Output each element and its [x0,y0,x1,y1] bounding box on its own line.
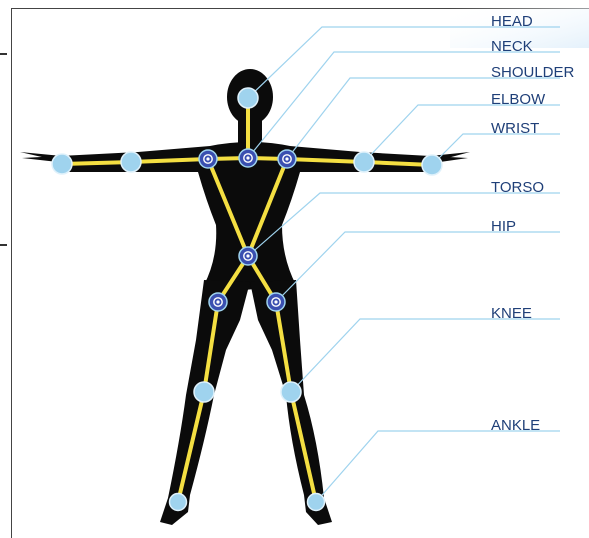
leader-line-hip [276,232,560,302]
label-wrist: WRIST [491,120,539,137]
label-neck: NECK [491,38,533,55]
label-torso: TORSO [491,179,544,196]
leader-line-ankle [316,431,560,502]
human-silhouette [20,69,470,525]
joint-ring-rhip [267,293,285,311]
joint-lel [121,152,141,172]
label-knee: KNEE [491,305,532,322]
joint-ring-rsh [278,150,296,168]
joint-lan [170,494,187,511]
skeleton-joints [52,88,442,511]
label-head: HEAD [491,13,533,30]
label-shoulder: SHOULDER [491,64,575,81]
joint-rwr [422,155,442,175]
label-hip: HIP [491,218,516,235]
label-elbow: ELBOW [491,91,546,108]
joint-ring-neck [239,149,257,167]
joint-lwr [52,154,72,174]
leader-line-knee [291,319,560,392]
joint-labels: HEAD NECK SHOULDER ELBOW WRIST TORSO HIP KNEE AN… [491,13,575,434]
joint-ring-lsh [199,150,217,168]
label-ankle: ANKLE [491,417,540,434]
joint-head [238,88,258,108]
joint-ring-lhip [209,293,227,311]
joint-ring-torso [239,247,257,265]
joint-lkn [194,382,214,402]
joint-rel [354,152,374,172]
joint-rkn [281,382,301,402]
joint-ran [308,494,325,511]
